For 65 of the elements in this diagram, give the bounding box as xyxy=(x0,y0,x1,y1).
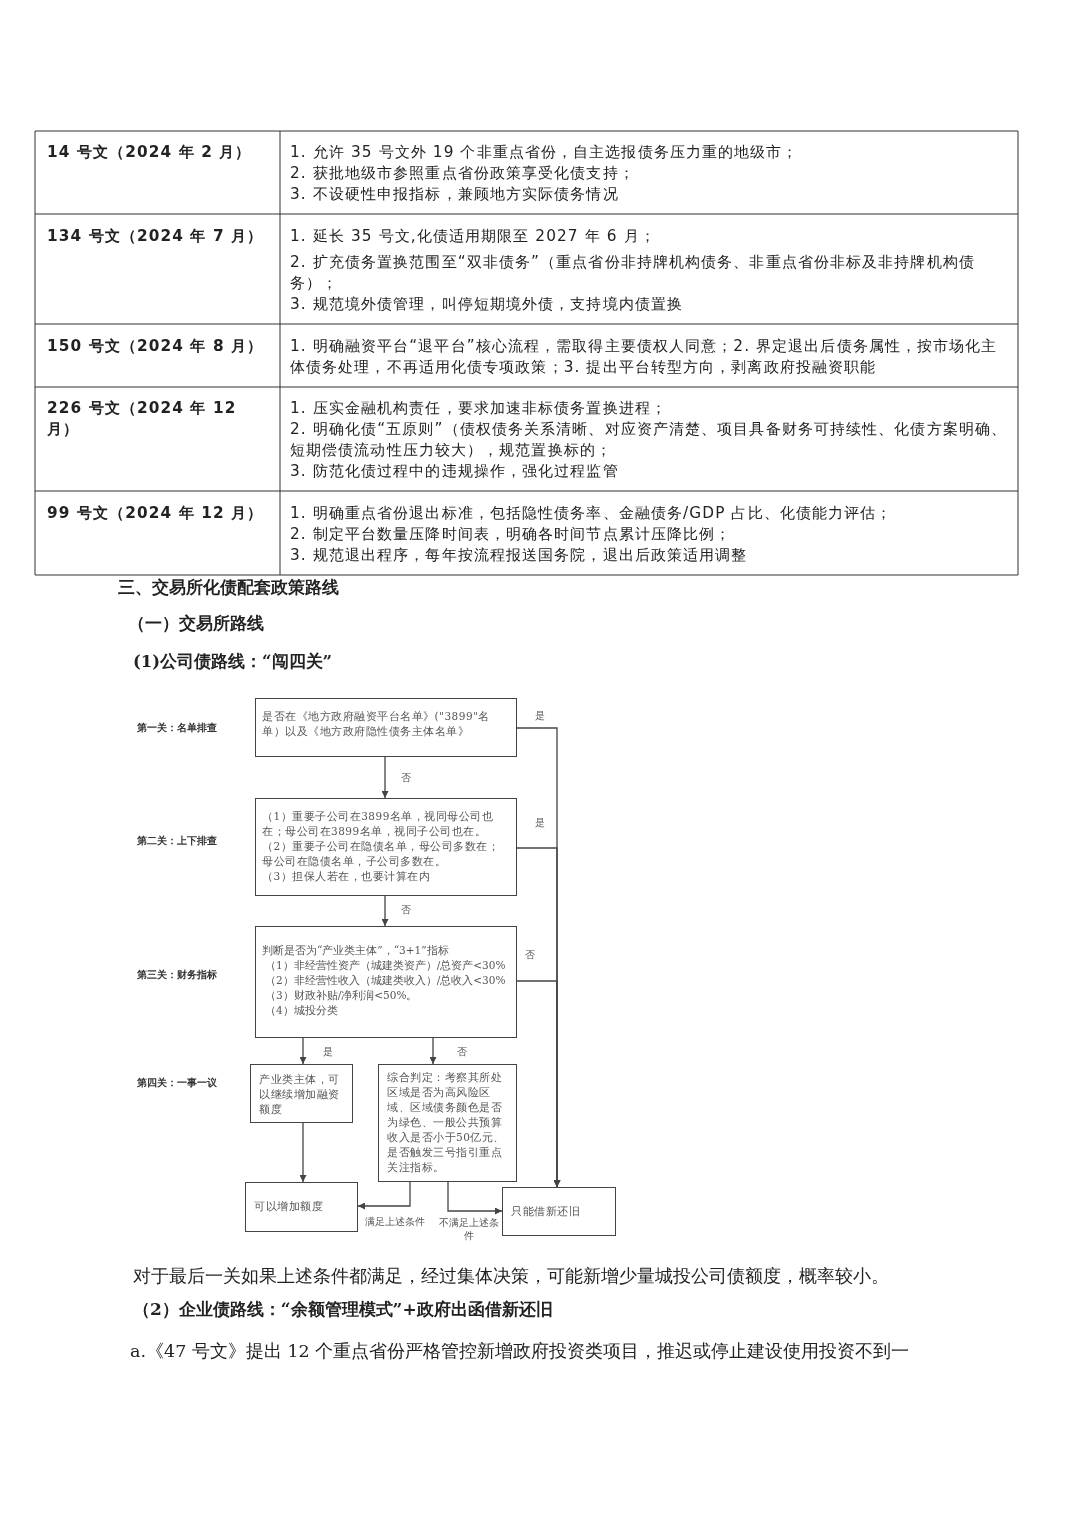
subsection-heading: （一）交易所路线 xyxy=(128,613,265,635)
table-cell-text: 2. 获批地级市参照重点省份政策享受化债支持； xyxy=(290,163,636,184)
section-heading: 三、交易所化债配套政策路线 xyxy=(118,577,340,599)
arrow xyxy=(299,1037,307,1065)
table-cell-text: 226 号文（2024 年 12 月） xyxy=(47,398,238,440)
edge-label: 满足上述条件 xyxy=(363,1215,427,1228)
arrow xyxy=(357,1181,411,1210)
table-cell-text: 1. 明确融资平台“退平台”核心流程，需取得主要债权人同意；2. 界定退出后债务属性，按市场化主体债务处理，不再适用化债专项政策；3. 提出平台转型方向，剥离政府投融资职能 xyxy=(290,336,999,378)
arrow xyxy=(429,1037,437,1065)
stage-label: 第二关：上下排查 xyxy=(137,834,218,848)
process-box xyxy=(255,698,517,757)
box-text: （3）财政补贴/净利润<50%。 xyxy=(264,988,419,1003)
table-cell-text: 1. 允许 35 号文外 19 个非重点省份，自主选报债务压力重的地级市； xyxy=(290,142,800,163)
process-box xyxy=(378,1064,517,1182)
table-cell-text: 134 号文（2024 年 7 月） xyxy=(47,226,265,247)
box-text: （1）非经营性资产（城建类资产）/总资产<30% xyxy=(264,958,507,973)
process-box xyxy=(250,1064,353,1123)
subsection-heading: (1)公司债路线：“闯四关” xyxy=(133,651,334,673)
process-box xyxy=(255,926,517,1038)
box-text: 产业类主体，可以继续增加融资额度 xyxy=(259,1072,341,1117)
table-cell-text: 1. 明确重点省份退出标准，包括隐性债务率、金融债务/GDP 占比、化债能力评估； xyxy=(290,503,894,524)
box-text: 是否在《地方政府融资平台名单》("3899"名单）以及《地方政府隐性债务主体名单》 xyxy=(262,709,491,739)
edge-label: 是 xyxy=(532,816,548,829)
table-cell-text: 1. 延长 35 号文,化债适用期限至 2027 年 6 月； xyxy=(290,226,657,247)
box-text: 综合判定：考察其所处区域是否为高风险区域、区域债务颜色是否为绿色、一般公共预算收入是否小于50亿元、是否触发三号指引重点关注指标。 xyxy=(387,1070,506,1175)
box-text: （4）城投分类 xyxy=(264,1003,339,1018)
table-cell-text: 14 号文（2024 年 2 月） xyxy=(47,142,253,163)
edge-label: 否 xyxy=(454,1045,470,1058)
table-cell-text: 2. 明确化债“五原则”（债权债务关系清晰、对应资产清楚、项目具备财务可持续性、化债方案明确、短期偿债流动性压力较大），规范置换标的； xyxy=(290,419,1008,461)
table-cell-text: 150 号文（2024 年 8 月） xyxy=(47,336,265,357)
body-text: 对于最后一关如果上述条件都满足，经过集体决策，可能新增少量城投公司债额度，概率较小。 xyxy=(133,1265,890,1288)
edge-label: 是 xyxy=(532,709,548,722)
edge-label: 是 xyxy=(320,1045,336,1058)
process-box xyxy=(245,1182,358,1232)
paragraph-heading: （2）企业债路线：“余额管理模式”+政府出函借新还旧 xyxy=(133,1298,554,1321)
arrow xyxy=(516,980,561,1188)
box-text: 判断是否为“产业类主体”，“3+1”指标 xyxy=(262,943,450,958)
box-text: （3）担保人若在，也要计算在内 xyxy=(262,869,432,884)
box-text: 可以增加额度 xyxy=(254,1199,324,1214)
table-cell-text: 2. 扩充债务置换范围至“双非债务”（重点省份非持牌机构债务、非重点省份非标及非持牌机构债务）； xyxy=(290,252,976,294)
body-text: a.《47 号文》提出 12 个重点省份严格管控新增政府投资类项目，推迟或停止建设使用投资不到一 xyxy=(130,1340,911,1363)
box-text: （2）重要子公司在隐债名单，母公司多数在；母公司在隐债名单，子公司多数在。 xyxy=(262,839,501,869)
arrow xyxy=(447,1181,503,1215)
edge-label: 否 xyxy=(398,903,414,916)
table-cell-text: 3. 不设硬性申报指标，兼顾地方实际债务情况 xyxy=(290,184,620,205)
stage-label: 第四关：一事一议 xyxy=(137,1076,218,1090)
table-cell-text: 3. 规范退出程序，每年按流程报送国务院，退出后政策适用调整 xyxy=(290,545,749,566)
table-cell-text: 3. 防范化债过程中的违规操作，强化过程监管 xyxy=(290,461,620,482)
arrow xyxy=(381,756,389,799)
box-text: （1）重要子公司在3899名单，视同母公司也在；母公司在3899名单，视同子公司也在。 xyxy=(262,809,495,839)
stage-label: 第一关：名单排查 xyxy=(137,721,218,735)
edge-label: 否 xyxy=(522,948,538,961)
box-text: （2）非经营性收入（城建类收入）/总收入<30% xyxy=(264,973,507,988)
process-box xyxy=(255,798,517,896)
table-cell-text: 1. 压实金融机构责任，要求加速非标债务置换进程； xyxy=(290,398,668,419)
process-box xyxy=(502,1187,616,1236)
edge-label: 不满足上述条件 xyxy=(437,1216,501,1242)
table-cell-text: 3. 规范境外债管理，叫停短期境外债，支持境内债置换 xyxy=(290,294,685,315)
stage-label: 第三关：财务指标 xyxy=(137,968,218,982)
arrow xyxy=(299,1122,307,1183)
table-cell-text: 2. 制定平台数量压降时间表，明确各时间节点累计压降比例； xyxy=(290,524,733,545)
box-text: 只能借新还旧 xyxy=(511,1204,581,1219)
table-cell-text: 99 号文（2024 年 12 月） xyxy=(47,503,265,524)
arrow xyxy=(381,895,389,927)
edge-label: 否 xyxy=(398,771,414,784)
